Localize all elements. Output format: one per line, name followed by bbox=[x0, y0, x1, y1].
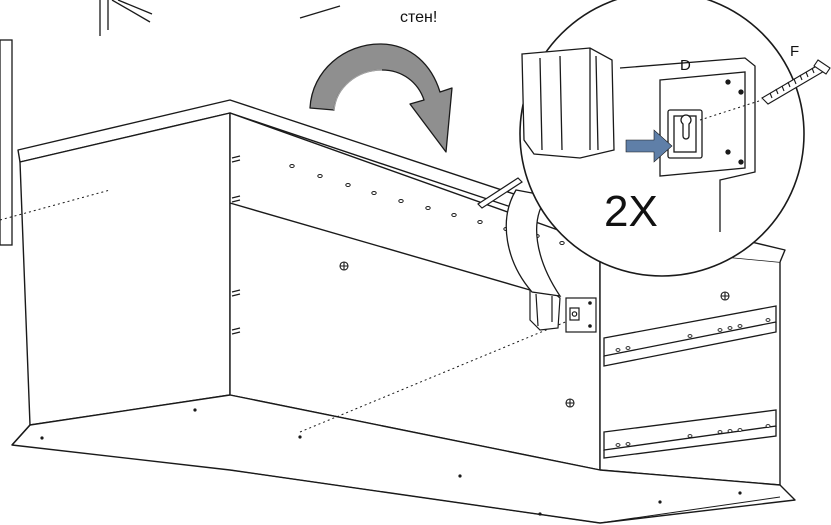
detail-zoom: D F 2X bbox=[519, 0, 831, 277]
screw-symbol-3 bbox=[720, 291, 730, 301]
cabinet-back-panel bbox=[19, 112, 231, 426]
previous-step-fragment bbox=[99, 0, 341, 36]
bottom-holes bbox=[40, 408, 742, 516]
zoom-connector bbox=[505, 189, 562, 297]
quantity-label: 2X bbox=[604, 187, 658, 236]
hanger-cover bbox=[521, 47, 615, 159]
part-f-label: F bbox=[790, 43, 799, 60]
bracket-d bbox=[619, 57, 756, 232]
caption-text: стен! bbox=[400, 9, 437, 26]
wall-edge-bar bbox=[0, 39, 13, 246]
insert-arrow-icon bbox=[625, 129, 673, 163]
drawer-runners bbox=[603, 305, 777, 459]
screw-symbol-2 bbox=[565, 398, 575, 408]
cam-screws bbox=[339, 261, 730, 408]
screw-icon bbox=[761, 59, 831, 105]
cabinet-bottom-panel bbox=[11, 394, 796, 524]
shelf-pins bbox=[231, 155, 241, 335]
cabinet bbox=[11, 99, 796, 524]
tool-strip bbox=[477, 177, 523, 209]
screw-symbol-1 bbox=[339, 261, 349, 271]
mounted-hanger bbox=[529, 287, 597, 333]
part-d-label: D bbox=[680, 57, 691, 74]
cabinet-end-panel bbox=[599, 244, 781, 486]
guide-lines bbox=[0, 189, 576, 433]
